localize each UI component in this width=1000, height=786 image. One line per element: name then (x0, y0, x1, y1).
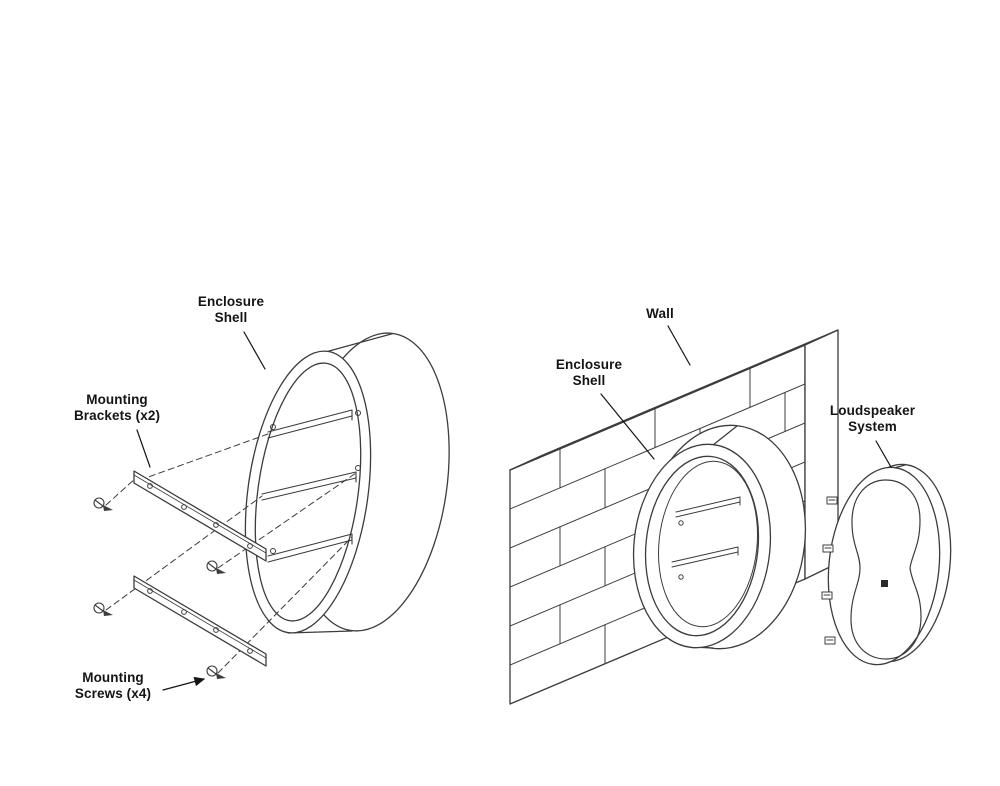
loudspeaker-system-drawing (821, 463, 952, 666)
label-mounting-brackets: Mounting Brackets (x2) (57, 392, 177, 425)
label-loudspeaker-system: Loudspeaker System (815, 403, 930, 436)
label-line: Screws (x4) (74, 686, 152, 702)
speaker-baffle-shape (850, 479, 922, 660)
screw-1 (93, 497, 113, 511)
label-line: Brackets (x2) (73, 408, 161, 424)
leader-mounting-screws-arrow (162, 676, 206, 691)
label-line: Wall (646, 306, 674, 321)
label-enclosure-shell-right: Enclosure Shell (541, 357, 637, 390)
label-line: Mounting (82, 670, 144, 685)
mounting-screws-drawing (93, 497, 226, 679)
screw-3 (93, 602, 113, 616)
speaker-mounting-clips (821, 496, 838, 645)
leader-enclosure-shell-left (243, 331, 266, 370)
leader-lines (136, 325, 892, 691)
shell-interior-screw-points (270, 410, 361, 554)
label-wall: Wall (630, 306, 690, 322)
label-line: System (848, 419, 897, 435)
enclosure-shell-left-drawing (244, 332, 450, 634)
label-line: Enclosure (197, 294, 265, 309)
speaker-port-square (881, 580, 888, 587)
shell-interior-rails-right (671, 496, 741, 580)
mounting-bracket-2 (133, 575, 267, 667)
label-line: Enclosure (555, 357, 623, 372)
shell-interior-rails (261, 409, 357, 563)
leader-mounting-brackets (136, 429, 151, 468)
left-exploded-view (93, 332, 450, 679)
label-mounting-screws: Mounting Screws (x4) (55, 670, 171, 703)
leader-enclosure-shell-right (600, 393, 655, 460)
enclosure-shell-right-drawing (632, 424, 807, 650)
label-line: Loudspeaker (829, 403, 916, 418)
label-enclosure-shell-left: Enclosure Shell (183, 294, 279, 327)
label-line: Shell (214, 310, 248, 326)
right-installed-view (509, 329, 952, 705)
screw-4 (206, 665, 226, 679)
screw-2 (206, 560, 226, 574)
leader-wall (667, 325, 691, 366)
label-line: Shell (572, 373, 606, 389)
label-line: Mounting (86, 392, 148, 407)
leader-loudspeaker-system (875, 440, 892, 468)
mounting-bracket-1 (133, 470, 267, 562)
